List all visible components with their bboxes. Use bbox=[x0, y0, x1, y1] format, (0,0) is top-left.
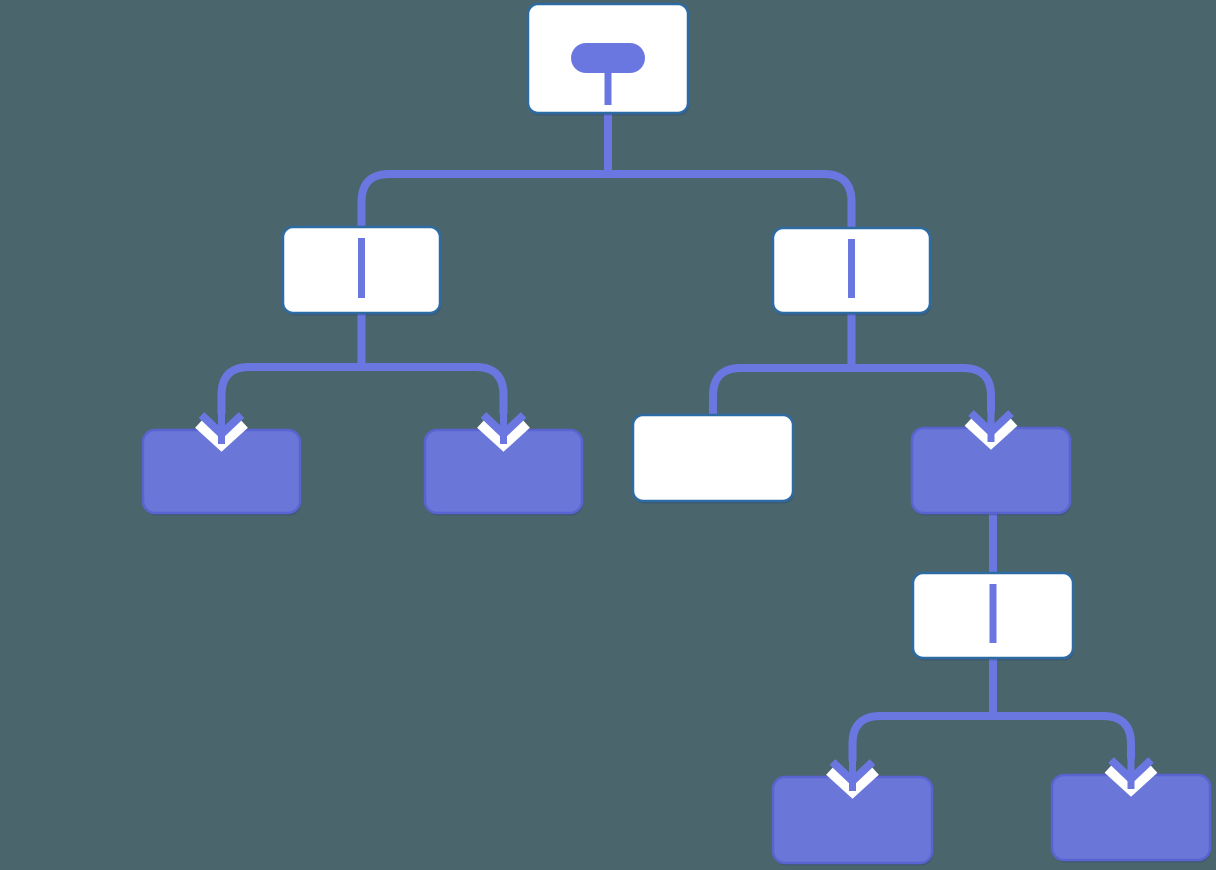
nodes-layer bbox=[141, 2, 1212, 866]
tree-root-pill-icon bbox=[571, 43, 645, 105]
flow-node-leaf-3[interactable] bbox=[631, 413, 795, 503]
chevron-down-arrow-icon bbox=[1104, 749, 1158, 797]
connector-edge bbox=[608, 170, 856, 230]
connector-edge bbox=[357, 170, 608, 229]
connector-edge bbox=[993, 712, 1135, 759]
connector-edge bbox=[709, 364, 852, 417]
chevron-down-arrow-icon bbox=[195, 404, 248, 452]
chevron-purple-band bbox=[480, 412, 527, 440]
edges-layer bbox=[217, 111, 1135, 761]
root-pill-stem bbox=[604, 73, 612, 105]
connector-edge bbox=[361, 363, 508, 414]
chevron-down-arrow-icon bbox=[964, 402, 1018, 450]
root-pill-shape bbox=[571, 43, 645, 73]
connector-edge bbox=[217, 363, 362, 414]
chevron-purple-band bbox=[198, 412, 245, 440]
connector-edge bbox=[851, 364, 995, 412]
vertical-bar-icon bbox=[989, 584, 997, 643]
icons-layer bbox=[195, 43, 1158, 799]
chevron-purple-band bbox=[968, 410, 1014, 438]
vertical-bar-icon bbox=[358, 238, 365, 298]
chevron-down-arrow-icon bbox=[826, 751, 879, 799]
chevron-purple-band bbox=[829, 759, 876, 787]
chevron-down-arrow-icon bbox=[477, 404, 530, 452]
connector-edge bbox=[848, 712, 993, 761]
vertical-bar-icon bbox=[848, 239, 855, 298]
chevron-purple-band bbox=[1108, 757, 1154, 785]
